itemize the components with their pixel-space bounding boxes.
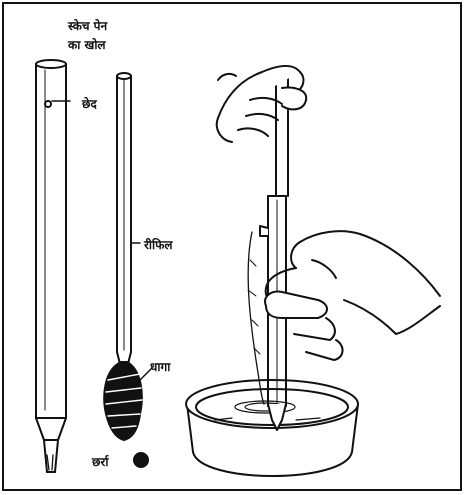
hole-marker — [44, 100, 52, 108]
pen-cap — [35, 59, 67, 473]
upper-hand — [215, 65, 308, 143]
water-dish — [185, 379, 359, 477]
lower-hand — [264, 230, 441, 361]
thread-label: धागा — [150, 360, 171, 374]
thread-leader — [139, 367, 153, 381]
pellet — [133, 452, 149, 468]
thread-bob — [103, 361, 143, 441]
refill — [116, 72, 132, 369]
pen-cap-label-line1: स्केच पेन — [67, 19, 108, 33]
pellet-label: छर्रा — [91, 455, 109, 469]
hole-label: छेद — [81, 97, 97, 111]
refill-label: रीफिल — [143, 238, 173, 252]
pen-cap-label-line2: का खोल — [67, 38, 106, 52]
assembled-tube — [247, 69, 289, 431]
